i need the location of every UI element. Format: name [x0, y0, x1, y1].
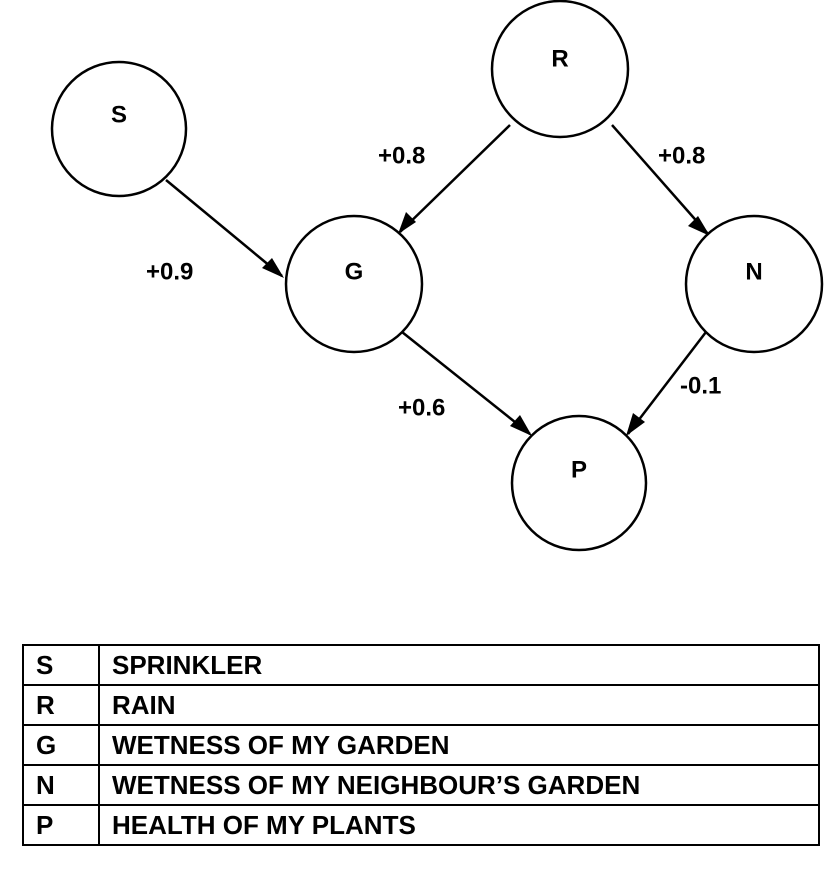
legend-row: G WETNESS OF MY GARDEN — [22, 724, 820, 766]
arrowhead-n-to-p — [626, 413, 645, 436]
node-n: N — [684, 214, 824, 354]
arrowhead-r-to-n — [688, 216, 710, 236]
legend-meaning: WETNESS OF MY GARDEN — [98, 724, 820, 766]
node-r-circle — [490, 0, 630, 139]
weight-r-to-n: +0.8 — [658, 143, 705, 170]
edge-r-to-n — [611, 124, 709, 235]
legend-meaning: HEALTH OF MY PLANTS — [98, 804, 820, 846]
node-p-label: P — [571, 457, 587, 484]
legend-key: N — [22, 764, 100, 806]
legend-meaning: RAIN — [98, 684, 820, 726]
node-n-circle — [684, 214, 824, 354]
legend-row: R RAIN — [22, 684, 820, 726]
node-s: S — [50, 60, 188, 198]
weight-r-to-g: +0.8 — [378, 143, 425, 170]
legend-row: S SPRINKLER — [22, 644, 820, 686]
node-g-circle — [284, 214, 424, 354]
node-g: G — [284, 214, 424, 354]
edges — [165, 124, 709, 435]
weight-s-to-g: +0.9 — [146, 259, 193, 286]
node-r-label: R — [551, 46, 568, 73]
arrowhead-r-to-g — [398, 212, 416, 234]
edge-n-to-p — [627, 331, 707, 435]
weight-g-to-p: +0.6 — [398, 395, 445, 422]
bayesian-network-diagram: +0.9 +0.8 +0.8 +0.6 -0.1 S R G N P — [50, 0, 824, 552]
edge-weights: +0.9 +0.8 +0.8 +0.6 -0.1 — [146, 143, 721, 422]
legend-key: G — [22, 724, 100, 766]
node-p-circle — [510, 414, 648, 552]
node-r: R — [490, 0, 630, 139]
node-s-label: S — [111, 102, 127, 129]
node-n-label: N — [745, 259, 762, 286]
node-g-label: G — [345, 259, 364, 286]
legend-key: S — [22, 644, 100, 686]
weight-n-to-p: -0.1 — [680, 373, 721, 400]
legend-key: P — [22, 804, 100, 846]
edge-g-to-p — [401, 331, 531, 435]
legend-meaning: WETNESS OF MY NEIGHBOUR’S GARDEN — [98, 764, 820, 806]
node-p: P — [510, 414, 648, 552]
legend-table: S SPRINKLER R RAIN G WETNESS OF MY GARDE… — [22, 644, 820, 846]
edge-s-to-g — [165, 179, 283, 277]
legend-row: N WETNESS OF MY NEIGHBOUR’S GARDEN — [22, 764, 820, 806]
arrowhead-g-to-p — [510, 415, 532, 436]
legend-key: R — [22, 684, 100, 726]
arrowheads — [262, 212, 710, 436]
node-s-circle — [50, 60, 188, 198]
legend-row: P HEALTH OF MY PLANTS — [22, 804, 820, 846]
legend-meaning: SPRINKLER — [98, 644, 820, 686]
edge-r-to-g — [399, 124, 511, 233]
arrowhead-s-to-g — [262, 258, 284, 278]
